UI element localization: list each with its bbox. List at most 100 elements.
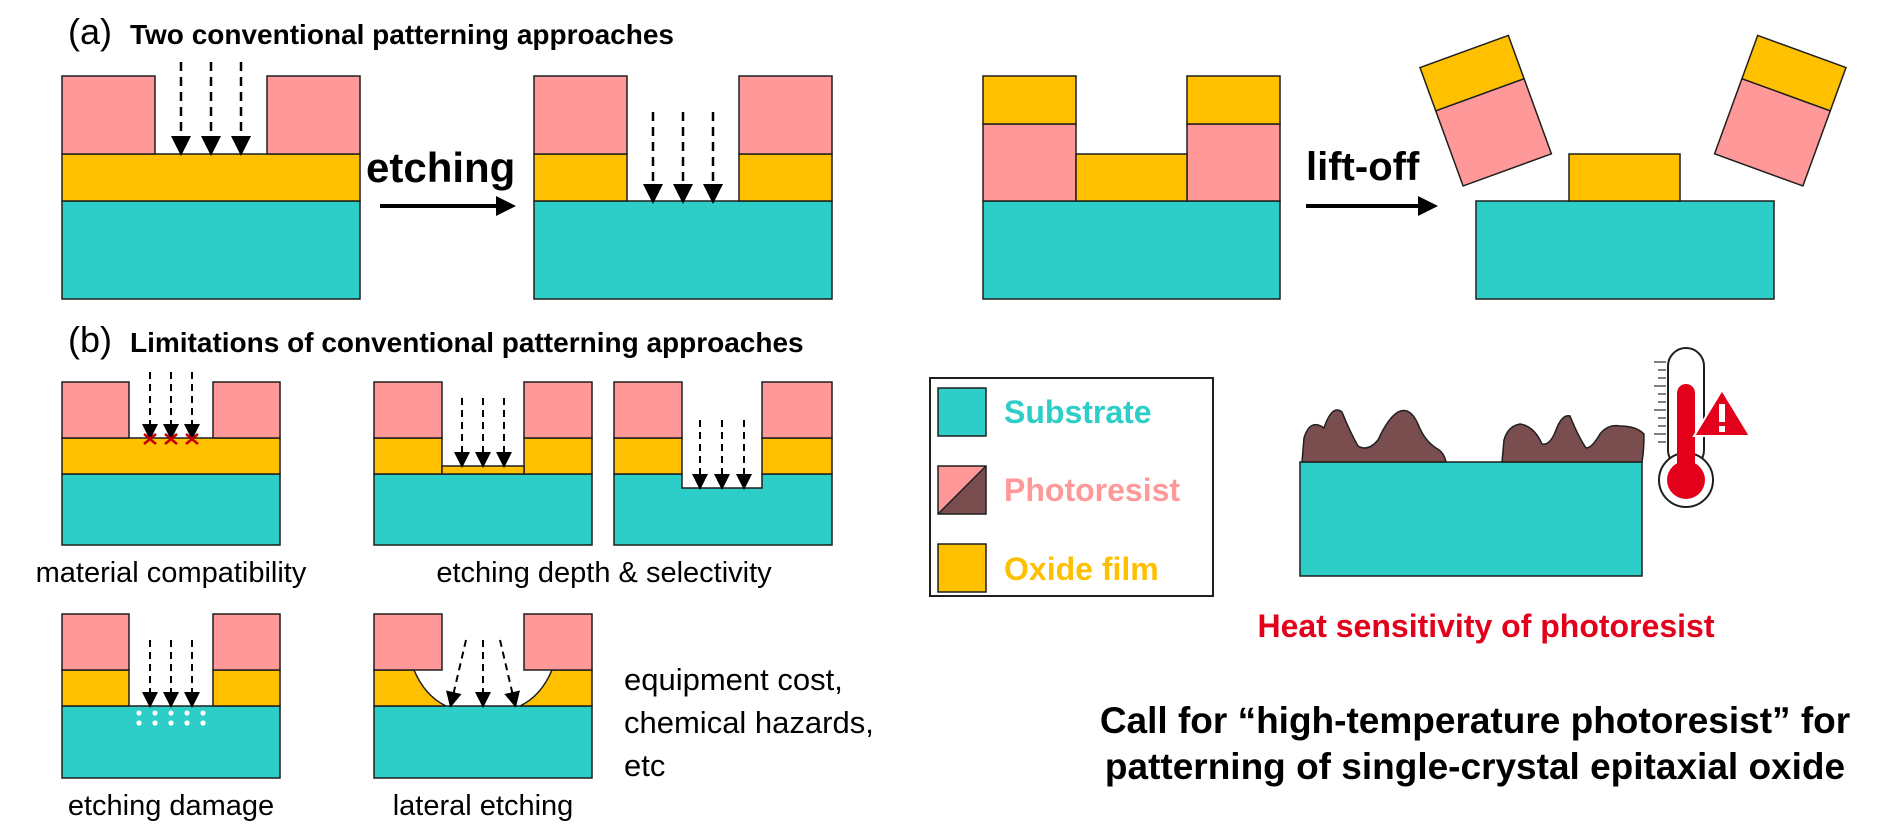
oxide-middle bbox=[1075, 153, 1188, 202]
oxide-right bbox=[523, 437, 593, 475]
substrate-layer bbox=[373, 705, 593, 779]
panel-a-label: (a) bbox=[68, 11, 112, 52]
substrate-layer bbox=[373, 473, 593, 546]
photoresist-left bbox=[373, 381, 443, 439]
lifted-piece-left bbox=[1419, 34, 1553, 187]
photoresist-left bbox=[613, 381, 683, 439]
legend-label-substrate: Substrate bbox=[1004, 394, 1152, 430]
etching-arrow bbox=[380, 196, 516, 216]
liftoff-arrow bbox=[1306, 196, 1438, 216]
oxide-pattern bbox=[1568, 153, 1681, 202]
deformed-photoresist-right bbox=[1501, 415, 1645, 463]
substrate-layer bbox=[1299, 461, 1643, 577]
call-line-2: patterning of single-crystal epitaxial o… bbox=[1105, 746, 1845, 787]
legend-swatch-photoresist bbox=[937, 465, 987, 515]
oxide-right-top bbox=[1186, 75, 1281, 125]
call-line-1: Call for “high-temperature photoresist” … bbox=[1100, 700, 1850, 741]
oxide-piece bbox=[1740, 34, 1847, 112]
photoresist-left bbox=[373, 613, 443, 671]
photoresist-left bbox=[61, 613, 130, 671]
oxide-right-undercut bbox=[519, 669, 593, 707]
etching-depth-diagram-deep: etching depth & selectivity bbox=[436, 381, 833, 589]
oxide-right bbox=[738, 153, 833, 202]
legend-swatch-substrate bbox=[937, 387, 987, 437]
photoresist-right bbox=[266, 75, 361, 155]
etching-label: etching bbox=[366, 144, 515, 191]
caption-etching-depth: etching depth & selectivity bbox=[436, 557, 772, 589]
etch-arrows bbox=[142, 372, 200, 440]
liftoff-before-stack bbox=[982, 75, 1281, 300]
damage-dots bbox=[136, 710, 206, 726]
etching-before-stack bbox=[61, 62, 361, 300]
substrate-layer bbox=[61, 705, 281, 779]
etch-arrows bbox=[454, 398, 512, 468]
photoresist-right bbox=[523, 613, 593, 671]
substrate-layer bbox=[613, 473, 833, 546]
lifted-piece-right bbox=[1713, 34, 1847, 187]
photoresist-right bbox=[212, 381, 281, 439]
photoresist-left bbox=[533, 75, 628, 155]
oxide-left bbox=[533, 153, 628, 202]
oxide-right bbox=[761, 437, 833, 475]
panel-a-title: Two conventional patterning approaches bbox=[130, 19, 674, 50]
reaction-marks bbox=[143, 433, 199, 445]
oxide-left bbox=[613, 437, 683, 475]
caption-material-compatibility: material compatibility bbox=[36, 557, 307, 589]
photoresist-right bbox=[761, 381, 833, 439]
panel-b-label: (b) bbox=[68, 319, 112, 360]
substrate-layer bbox=[61, 200, 361, 300]
photoresist-right bbox=[523, 381, 593, 439]
etch-arrows bbox=[142, 640, 200, 708]
other-issues: equipment cost, chemical hazards, etc bbox=[624, 662, 874, 783]
panel-b: (b) Limitations of conventional patterni… bbox=[36, 319, 874, 822]
etching-damage-diagram: etching damage bbox=[61, 613, 281, 822]
liftoff-after-stack bbox=[1419, 34, 1847, 300]
liftoff-label: lift-off bbox=[1306, 145, 1420, 189]
photoresist-left bbox=[982, 123, 1077, 202]
caption-lateral-etching: lateral etching bbox=[393, 790, 574, 822]
photoresist-right bbox=[1186, 123, 1281, 202]
etching-depth-diagram-shallow bbox=[373, 381, 593, 546]
panel-b-title: Limitations of conventional patterning a… bbox=[130, 327, 804, 358]
photoresist-left bbox=[61, 75, 156, 155]
substrate-layer bbox=[1475, 200, 1775, 300]
lateral-etching-diagram: lateral etching bbox=[373, 613, 593, 822]
oxide-right bbox=[212, 669, 281, 707]
etch-arrows-angled bbox=[446, 639, 520, 708]
thermometer-icon bbox=[1654, 347, 1714, 508]
etch-arrows bbox=[692, 420, 752, 490]
warning-triangle-icon bbox=[1692, 388, 1752, 437]
substrate-layer bbox=[982, 200, 1281, 300]
oxide-remaining bbox=[441, 465, 525, 475]
oxide-layer bbox=[61, 153, 361, 202]
legend: Substrate Photoresist Oxide film bbox=[929, 377, 1214, 597]
legend-label-photoresist: Photoresist bbox=[1004, 472, 1180, 508]
photoresist-left bbox=[61, 381, 130, 439]
other-issue-line-2: chemical hazards, bbox=[624, 705, 874, 740]
oxide-piece bbox=[1419, 34, 1526, 112]
call-statement: Call for “high-temperature photoresist” … bbox=[1100, 700, 1850, 787]
photoresist-right bbox=[212, 613, 281, 671]
other-issue-line-3: etc bbox=[624, 748, 665, 783]
photoresist-right bbox=[738, 75, 833, 155]
etching-after-stack bbox=[533, 75, 833, 300]
etch-arrows bbox=[171, 62, 251, 156]
oxide-left-top bbox=[982, 75, 1077, 125]
oxide-left-undercut bbox=[373, 669, 447, 707]
substrate-layer bbox=[61, 473, 281, 546]
oxide-left bbox=[373, 437, 443, 475]
heat-sensitivity-diagram: Heat sensitivity of photoresist bbox=[1258, 347, 1752, 644]
substrate-layer bbox=[533, 200, 833, 300]
other-issue-line-1: equipment cost, bbox=[624, 662, 843, 697]
etch-arrows bbox=[643, 112, 723, 204]
caption-etching-damage: etching damage bbox=[68, 790, 274, 822]
legend-swatch-oxide bbox=[937, 543, 987, 593]
legend-label-oxide: Oxide film bbox=[1004, 551, 1159, 587]
deformed-photoresist-left bbox=[1301, 409, 1447, 463]
oxide-layer bbox=[61, 437, 281, 475]
oxide-left bbox=[61, 669, 130, 707]
material-compatibility-diagram: material compatibility bbox=[36, 372, 307, 589]
panel-a: (a) Two conventional patterning approach… bbox=[61, 11, 1847, 300]
heat-caption: Heat sensitivity of photoresist bbox=[1258, 608, 1715, 644]
